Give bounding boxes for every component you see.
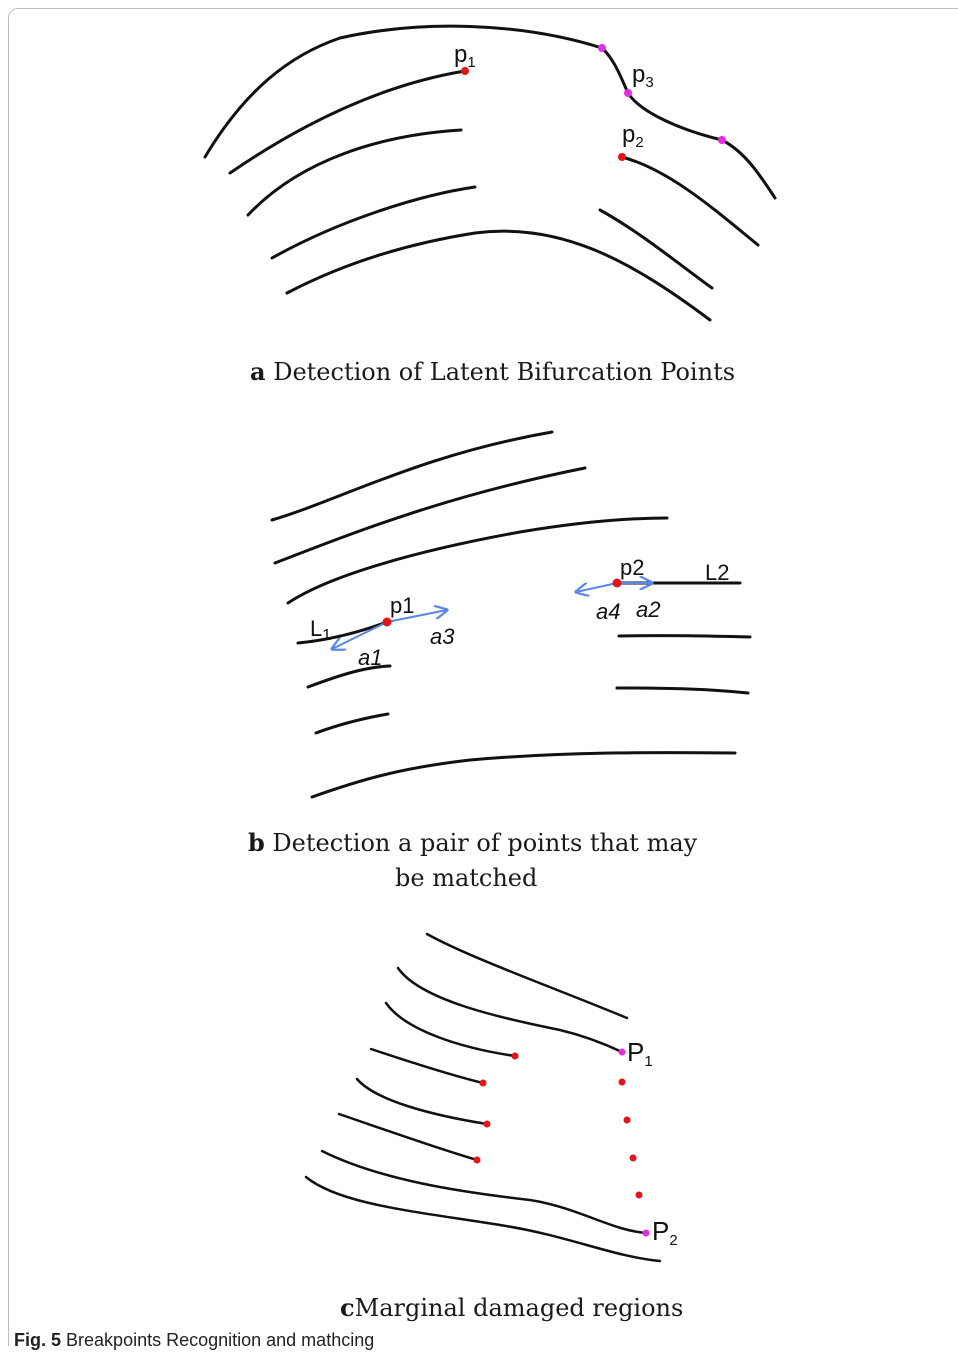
- label-p2-sub: 2: [635, 134, 643, 151]
- ridge-line: [620, 155, 760, 247]
- ridge-line: [228, 69, 467, 175]
- svg-text:p3: p3: [632, 61, 654, 91]
- label-a4: a4: [596, 599, 620, 624]
- direction-arrow-a3: [386, 610, 447, 623]
- label-p1: p: [454, 41, 467, 68]
- ridge-line: [617, 634, 752, 639]
- svg-text:p1: p1: [454, 41, 476, 71]
- figure-frame: [8, 8, 958, 1346]
- ridge-line: [310, 751, 737, 799]
- figure-caption: Fig. 5 Breakpoints Recognition and mathc…: [14, 1330, 374, 1351]
- breakpoint: [483, 1120, 491, 1128]
- panel-c-caption-text: Marginal damaged regions: [354, 1294, 684, 1322]
- ridge-line: [314, 712, 390, 735]
- ridge-line: [355, 1077, 489, 1126]
- panel-c-labels: P1 P2: [627, 1037, 678, 1249]
- panel-a-drawing: [203, 24, 777, 322]
- breakpoint: [479, 1079, 487, 1087]
- ridge-line: [273, 466, 587, 565]
- panel-c-letter: c: [340, 1293, 355, 1322]
- panel-a-labels: p1 p3 p2: [454, 41, 654, 151]
- panel-b-caption-line1: b Detection a pair of points that may: [248, 828, 697, 857]
- label-L1: L: [310, 616, 322, 641]
- ridge-line: [384, 1001, 517, 1058]
- label-L2: L2: [705, 560, 729, 585]
- ridge-line: [270, 185, 477, 260]
- breakpoint: [473, 1156, 481, 1164]
- ridge-line: [598, 208, 714, 290]
- label-P1: P: [627, 1037, 644, 1067]
- panel-b-letter: b: [248, 828, 265, 857]
- panel-c-caption: cMarginal damaged regions: [340, 1293, 683, 1322]
- breakpoint: [635, 1191, 643, 1199]
- label-P1-sub: 1: [644, 1053, 652, 1070]
- label-P2: P: [652, 1216, 669, 1246]
- ridge-line: [304, 1175, 662, 1263]
- bifurcation-point: [598, 44, 606, 52]
- panel-b-points: [382, 578, 622, 627]
- svg-text:P1: P1: [627, 1037, 653, 1070]
- panel-a-caption-text: Detection of Latent Bifurcation Points: [273, 358, 736, 386]
- label-a3: a3: [430, 624, 455, 649]
- panel-b-drawing: [270, 430, 752, 799]
- panel-c-points: [473, 1048, 650, 1237]
- breakpoint-p2: [612, 578, 622, 588]
- breakpoint-P1: [618, 1048, 626, 1056]
- svg-text:L1: L1: [310, 616, 331, 644]
- label-p2: p2: [620, 555, 644, 580]
- direction-arrow-a4: [576, 582, 618, 592]
- breakpoint-P2: [642, 1229, 650, 1237]
- panel-a-letter: a: [250, 357, 266, 386]
- ridge-line: [396, 966, 624, 1054]
- ridge-line: [270, 430, 554, 522]
- label-p2: p: [622, 121, 635, 148]
- bifurcation-point-p3: [624, 89, 632, 97]
- breakpoint-p2: [618, 153, 626, 161]
- label-P2-sub: 2: [669, 1232, 677, 1249]
- figure-number: Fig. 5: [14, 1330, 62, 1350]
- panel-b-caption-text: Detection a pair of points that may: [272, 829, 698, 857]
- ridge-line: [369, 1047, 485, 1085]
- direction-arrow-a1: [332, 621, 388, 649]
- breakpoint-p1: [382, 617, 392, 627]
- figure-caption-text: Breakpoints Recognition and mathcing: [66, 1330, 375, 1350]
- label-a1: a1: [358, 645, 382, 670]
- panel-a-points: [461, 44, 726, 161]
- bifurcation-point: [718, 136, 726, 144]
- panel-b-labels: p1 p2 L1 L2 a1 a3 a4 a2: [310, 555, 729, 670]
- ridge-line: [615, 686, 750, 695]
- svg-text:p2: p2: [622, 121, 644, 151]
- panel-b-arrows: [332, 583, 652, 649]
- ridge-line: [425, 932, 629, 1020]
- ridge-line: [203, 24, 777, 200]
- label-a2: a2: [636, 597, 660, 622]
- ridge-line: [286, 516, 669, 605]
- breakpoint: [623, 1116, 631, 1124]
- label-L1-sub: 1: [322, 627, 331, 644]
- label-p3: p: [632, 61, 645, 88]
- panel-b-caption-line2: be matched: [395, 864, 538, 892]
- ridge-line: [246, 128, 463, 217]
- ridge-line: [320, 1149, 648, 1235]
- panel-a-caption: a Detection of Latent Bifurcation Points: [250, 357, 735, 386]
- label-p3-sub: 3: [645, 74, 653, 91]
- label-p1: p1: [390, 593, 414, 618]
- breakpoint: [629, 1154, 637, 1162]
- panel-c-drawing: [304, 932, 662, 1263]
- breakpoint-p1: [461, 67, 469, 75]
- ridge-line: [306, 664, 392, 689]
- ridge-line: [337, 1112, 479, 1162]
- svg-text:P2: P2: [652, 1216, 678, 1249]
- breakpoint: [511, 1052, 519, 1060]
- ridge-line: [285, 229, 712, 322]
- breakpoint: [618, 1078, 626, 1086]
- label-p1-sub: 1: [467, 54, 475, 71]
